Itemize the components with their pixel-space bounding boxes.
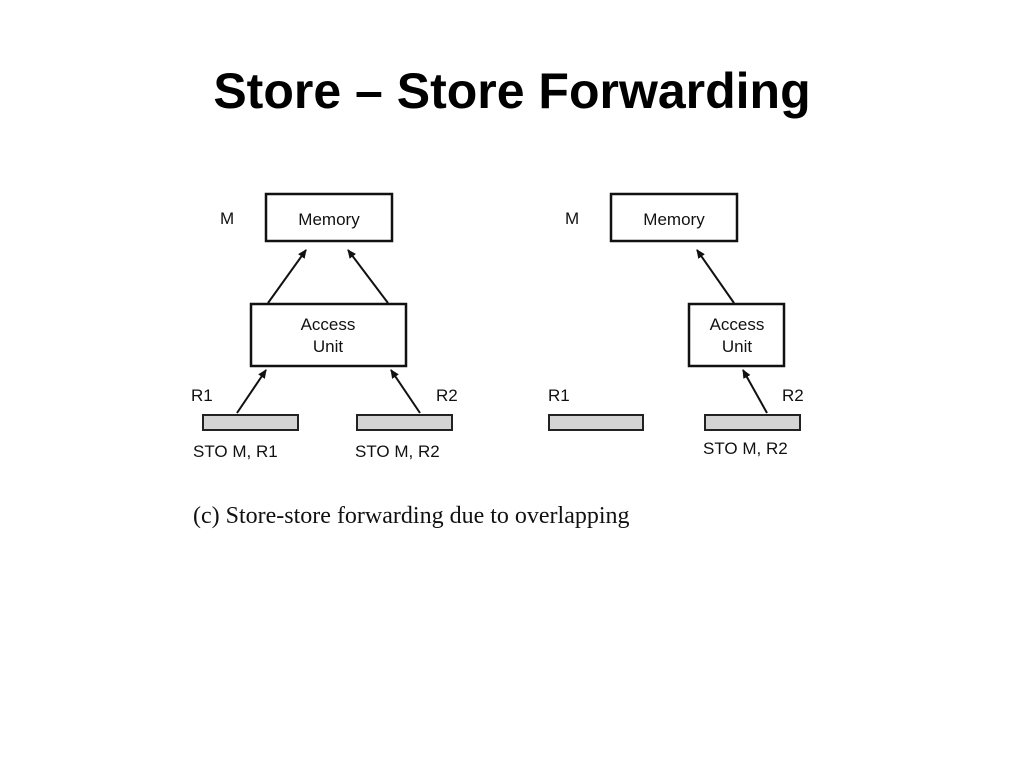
left-memory-box bbox=[264, 192, 394, 243]
right-register-r1 bbox=[548, 414, 644, 431]
left-r1-label: R1 bbox=[191, 386, 213, 405]
right-memory-label: M bbox=[565, 209, 579, 228]
right-instr-r2: STO M, R2 bbox=[703, 439, 788, 458]
right-arrow-r2-to-access bbox=[742, 369, 768, 414]
right-memory-box bbox=[609, 192, 739, 243]
right-r2-label: R2 bbox=[782, 386, 804, 405]
left-access-unit-line2: Unit bbox=[313, 337, 344, 356]
right-access-unit-line1: Access bbox=[710, 315, 765, 334]
right-access-unit-box bbox=[687, 302, 786, 368]
left-instr-r2: STO M, R2 bbox=[355, 442, 440, 461]
right-diagram: M Memory Access Unit R1 R2 STO M, R2 bbox=[548, 192, 804, 458]
left-register-r1 bbox=[202, 414, 299, 431]
left-arrow-access-to-memory-1 bbox=[267, 249, 307, 304]
left-memory-label: M bbox=[220, 209, 234, 228]
right-arrow-access-to-memory bbox=[696, 249, 735, 304]
left-arrow-r1-to-access bbox=[236, 369, 267, 414]
right-access-unit-line2: Unit bbox=[722, 337, 753, 356]
left-arrow-r2-to-access bbox=[390, 369, 421, 414]
left-access-unit-line1: Access bbox=[301, 315, 356, 334]
left-register-r2 bbox=[356, 414, 453, 431]
right-r1-label: R1 bbox=[548, 386, 570, 405]
left-diagram: M Memory Access Unit R1 R2 STO M, R1 STO… bbox=[191, 192, 458, 461]
left-arrow-access-to-memory-2 bbox=[347, 249, 389, 304]
right-memory-box-label: Memory bbox=[643, 210, 705, 229]
diagram-caption: (c) Store-store forwarding due to overla… bbox=[193, 503, 630, 529]
left-r2-label: R2 bbox=[436, 386, 458, 405]
slide-title: Store – Store Forwarding bbox=[213, 63, 811, 119]
right-register-r2 bbox=[704, 414, 801, 431]
left-instr-r1: STO M, R1 bbox=[193, 442, 278, 461]
left-memory-box-label: Memory bbox=[298, 210, 360, 229]
left-access-unit-box bbox=[249, 302, 408, 368]
